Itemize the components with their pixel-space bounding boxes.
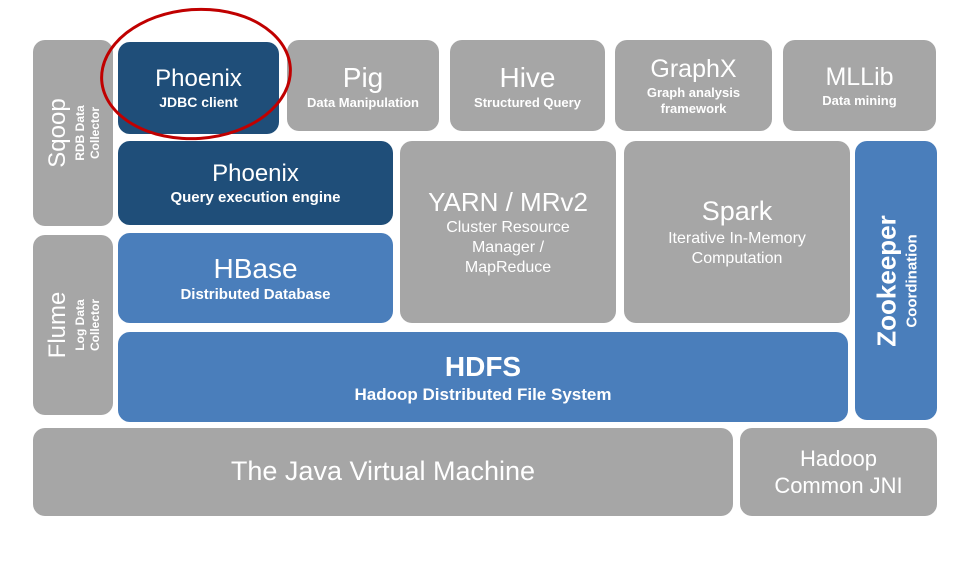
box-sqoop: Sqoop RDB Data Collector (33, 40, 113, 226)
phoenix-engine-title: Phoenix (212, 159, 299, 187)
zookeeper-title: Zookeeper (871, 214, 902, 347)
box-jvm: The Java Virtual Machine (33, 428, 733, 516)
flume-title: Flume (44, 291, 71, 359)
box-pig: Pig Data Manipulation (287, 40, 439, 131)
phoenix-engine-subtitle: Query execution engine (170, 188, 341, 206)
box-hbase: HBase Distributed Database (118, 233, 393, 323)
mllib-title: MLLib (825, 62, 894, 91)
box-phoenix-query-engine: Phoenix Query execution engine (118, 141, 393, 225)
box-phoenix-jdbc-client: Phoenix JDBC client (118, 42, 279, 134)
jvm-title: The Java Virtual Machine (230, 456, 536, 487)
spark-subtitle: Iterative In-Memory Computation (668, 229, 806, 267)
box-flume: Flume Log Data Collector (33, 235, 113, 415)
zookeeper-vertical-text: Zookeeper Coordination (870, 215, 921, 347)
zookeeper-subtitle: Coordination (902, 233, 920, 328)
sqoop-vertical-text: Sqoop RDB Data Collector (43, 98, 103, 167)
mllib-subtitle: Data mining (822, 93, 897, 108)
flume-vertical-text: Flume Log Data Collector (43, 292, 103, 359)
box-hive: Hive Structured Query (450, 40, 605, 131)
box-spark: Spark Iterative In-Memory Computation (624, 141, 850, 323)
flume-subtitle: Log Data Collector (73, 299, 102, 352)
box-hdfs: HDFS Hadoop Distributed File System (118, 332, 848, 422)
pig-subtitle: Data Manipulation (307, 94, 419, 110)
box-yarn-mrv2: YARN / MRv2 Cluster Resource Manager / M… (400, 141, 616, 323)
sqoop-title: Sqoop (44, 98, 71, 168)
hadoop-common-title: Hadoop Common JNI (774, 445, 903, 499)
box-graphx: GraphX Graph analysis framework (615, 40, 772, 131)
graphx-title: GraphX (650, 54, 737, 83)
sqoop-subtitle: RDB Data Collector (73, 105, 102, 161)
hive-subtitle: Structured Query (474, 94, 581, 110)
box-zookeeper: Zookeeper Coordination (855, 141, 937, 420)
box-hadoop-common-jni: Hadoop Common JNI (740, 428, 937, 516)
phoenix-client-title: Phoenix (155, 65, 242, 93)
hive-title: Hive (499, 61, 556, 93)
yarn-subtitle: Cluster Resource Manager / MapReduce (446, 219, 570, 277)
spark-title: Spark (701, 196, 773, 227)
pig-title: Pig (342, 61, 384, 93)
hdfs-subtitle: Hadoop Distributed File System (354, 384, 612, 404)
hbase-title: HBase (213, 253, 298, 285)
graphx-subtitle: Graph analysis framework (646, 84, 741, 117)
hbase-subtitle: Distributed Database (180, 286, 331, 304)
yarn-title: YARN / MRv2 (428, 186, 588, 217)
phoenix-client-subtitle: JDBC client (159, 94, 238, 111)
box-mllib: MLLib Data mining (783, 40, 936, 131)
hdfs-title: HDFS (444, 350, 522, 382)
